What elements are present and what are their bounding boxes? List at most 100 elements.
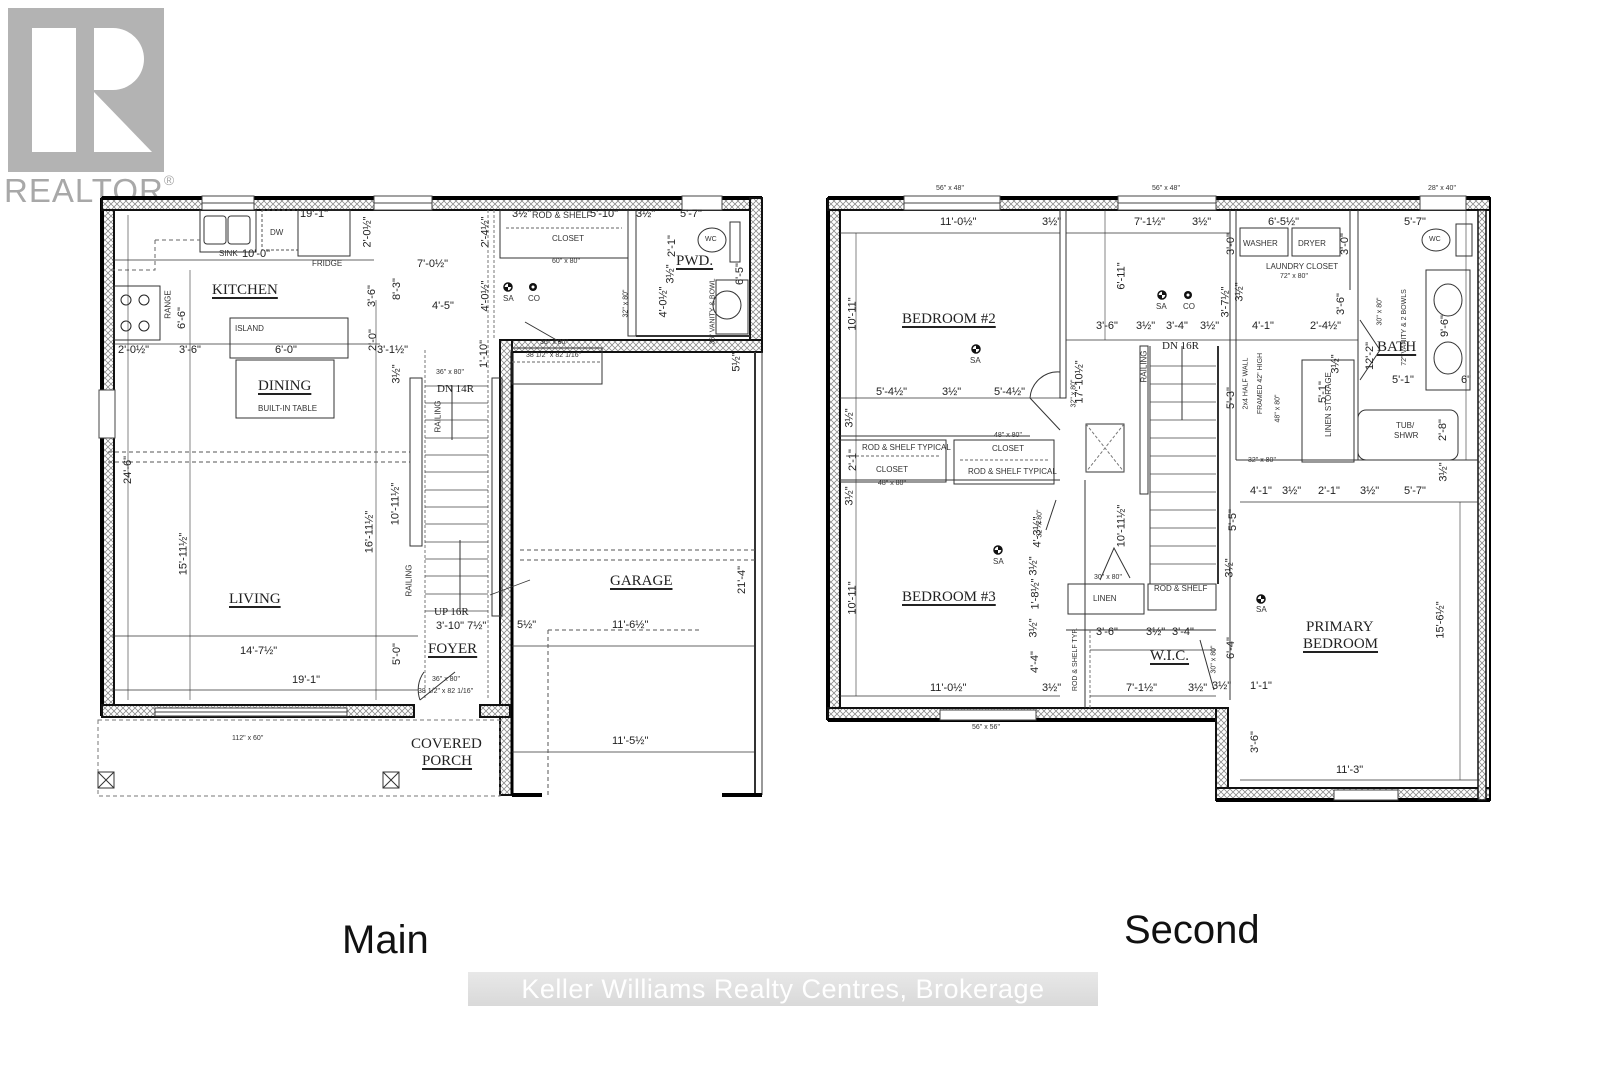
dim-primary-3-5-e: 3½" [1212,680,1232,692]
dim-10-11-5: 10'-11½" [389,482,402,526]
note-smoke-alarm-bed3: SA [993,557,1004,566]
main-sa-co-icons [503,282,537,292]
dim-primary-3-5-c: 3½" [1437,462,1450,482]
dim-bath-6: 6" [1461,374,1472,386]
dim-hall-7-1-5: 7'-1½" [1134,216,1166,228]
dim-15-11-5: 15'-11½" [177,532,190,576]
note-bath-door: 30" x 80" [1376,297,1384,326]
dim-hall-3-6-b: 3'-6" [1334,293,1347,315]
dim-wic-3-5: 3½" [1146,626,1166,638]
note-closet-1-door: 48" x 80" [878,480,906,487]
floor-label-main: Main [342,918,429,962]
note-closet-2: CLOSET [992,444,1025,453]
dim-hall-4-1: 4'-1" [1252,320,1274,332]
dim-hall-17-10-5: 17'-10½" [1073,360,1086,404]
dim-3-1-5: 3'-1½" [377,344,409,356]
room-label-covered-porch-line2: PORCH [422,753,473,769]
dim-4-0-5-pwd: 4'-0½" [657,286,670,318]
dim-5-5-garage: 5½" [730,352,743,372]
dim-laundry-6-5-5: 6'-5½" [1268,216,1300,228]
note-built-in-table: BUILT-IN TABLE [258,404,318,413]
dim-b2-11-0-5: 11'-0½" [940,216,977,228]
dim-bath-2-8: 2'-8" [1436,419,1449,441]
note-wc: WC [705,236,717,243]
dim-11-6-5: 11'-6½" [612,619,649,631]
note-front-window: 112" x 60" [232,735,264,742]
realtor-logo-r-bowl [94,28,144,90]
dim-1-10: 1'-10" [478,339,491,369]
dim-b2-3-5-b: 3½" [942,386,962,398]
room-label-primary-bedroom-line1: PRIMARY [1306,619,1374,635]
note-smoke-alarm-primary: SA [1256,605,1267,614]
note-laundry-door: 72" x 80" [1280,273,1308,280]
note-window-2: 56" x 48" [1152,185,1180,192]
dim-hall-3-5: 3½" [1192,216,1212,228]
dim-3-6: 3'-6" [179,344,201,356]
dim-b3-3-5-b: 3½" [1027,618,1040,638]
note-dryer: DRYER [1298,239,1326,248]
note-wc-second: WC [1429,236,1441,243]
note-rod-shelf-typ-vertical: ROD & SHELF TYP. [1072,627,1080,692]
note-railing-lower: RAILING [404,564,414,597]
brokerage-watermark: Keller Williams Realty Centres, Brokerag… [468,972,1098,1006]
dim-6-6: 6'-6" [175,307,188,329]
dim-3-5-stair: 3½" [390,364,403,384]
room-label-bedroom-3: BEDROOM #3 [902,589,996,605]
note-window-1: 56" x 48" [936,185,964,192]
note-garage-door-1: 36" x 80" [540,339,568,346]
dim-3-10-7-5: 3'-10" 7½" [436,620,487,632]
dim-hall-6-11: 6'-11" [1115,262,1128,290]
dim-3-5-pwd: 3½" [664,264,677,284]
dim-primary-11-3: 11'-3" [1336,764,1364,776]
dim-b2-5-4-5-a: 5'-4½" [876,386,908,398]
note-half-wall-2: FRAMED 42" HIGH [1257,352,1265,415]
room-label-covered-porch-line1: COVERED [411,736,482,752]
dim-2-0-5: 2'-0½" [361,216,374,248]
dim-5-0: 5'-0" [390,643,403,665]
dim-primary-5-5: 5'-5" [1226,509,1239,531]
room-label-powder-room: PWD. [676,253,714,269]
dim-b3-4-4: 4'-4" [1028,651,1041,673]
note-wic-door: 30" x 80" [1210,645,1218,674]
dim-5-10: 5'-10" [590,208,619,220]
note-washer: WASHER [1243,239,1278,248]
dim-14-7-5: 14'-7½" [240,645,278,657]
note-vanity: 36" VANITY & BOWL [709,278,717,345]
dim-hall-2-4-5: 2'-4½" [1310,320,1342,332]
dim-hall-3-4: 3'-4" [1166,320,1188,332]
dim-wic-3-5-b: 3½" [1188,682,1208,694]
dim-hall-3-5-b: 3½" [1136,320,1156,332]
dim-19-1: 19'-1" [292,674,321,686]
note-vanity-2-bowls: 72" VANITY & 2 BOWLS [1400,289,1408,366]
realtor-logo [8,8,164,172]
note-railing-upper: RAILING [433,400,443,433]
note-tub: TUB/ [1396,421,1415,430]
note-co-detector: CO [528,294,540,303]
note-front-door-2: 38 1/2" x 82 1/16" [418,688,474,695]
room-label-living: LIVING [229,591,281,607]
room-label-primary-bedroom-line2: BEDROOM [1303,636,1379,652]
dim-primary-1-1: 1'-1" [1250,680,1272,692]
dim-7-0-5: 7'-0½" [417,258,449,270]
room-label-garage: GARAGE [610,573,673,589]
room-label-kitchen: KITCHEN [212,282,278,298]
note-stairs-down-second: DN 16R [1162,340,1199,352]
dim-closet-2-1: 2'-1" [846,449,859,471]
note-shower: SHWR [1394,431,1419,440]
dim-wic-7-1-5: 7'-1½" [1126,682,1158,694]
dim-primary-6-4: 6'-4" [1224,637,1237,659]
dim-laundry-3-0-b: 3'-0" [1338,233,1351,255]
note-front-door-1: 36" x 80" [432,676,460,683]
dim-10-0: 10'-0" [242,248,271,260]
note-garage-door-2: 38 1/2" x 82 1/16" [526,352,582,359]
dim-b3-3-5: 3½" [1027,556,1040,576]
dim-11-5-5: 11'-5½" [612,735,649,747]
room-label-bath: BATH [1377,339,1417,355]
note-stair-door-size: 36" x 80" [436,369,464,376]
note-window-4: 56" x 56" [972,724,1000,731]
dim-laundry-3-0-a: 3'-0" [1224,233,1237,255]
note-stairs-down: DN 14R [437,383,474,395]
note-dishwasher: DW [270,228,284,237]
dim-wic-3-4: 3'-4" [1172,626,1194,638]
